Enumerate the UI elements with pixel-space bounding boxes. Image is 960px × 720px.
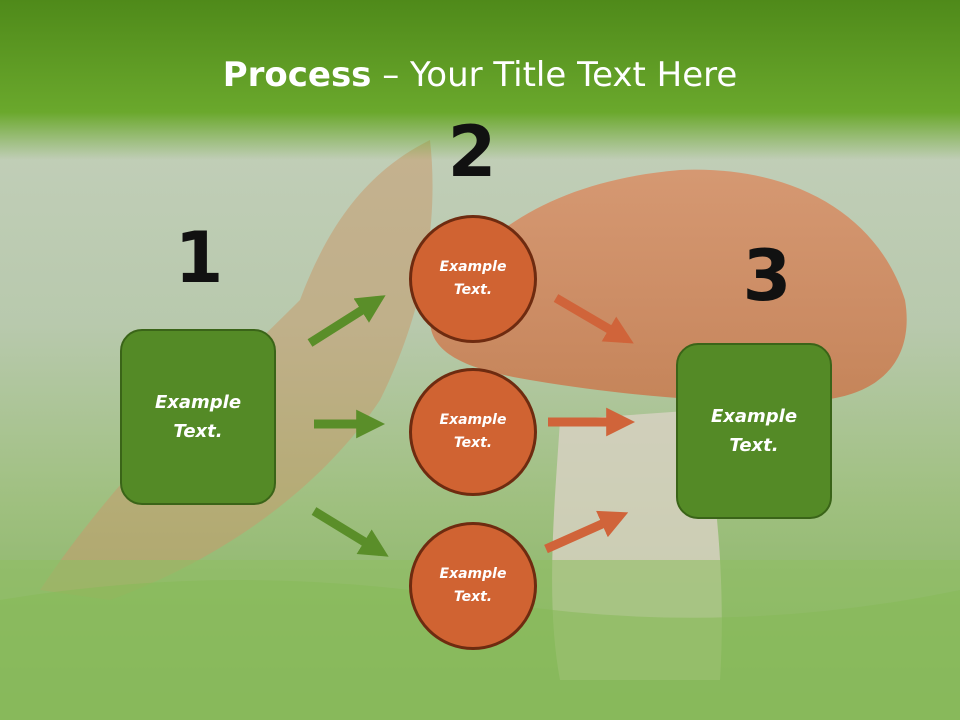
step-1-label: Example Text. — [154, 392, 242, 442]
step-2-circle-top: Example Text. — [409, 215, 537, 343]
step-3-box: Example Text. — [676, 343, 832, 519]
slide-title: Process – Your Title Text Here — [0, 52, 960, 98]
step-2-label-bottom: Example Text. — [439, 566, 507, 605]
step-2-label-top: Example Text. — [439, 259, 507, 298]
title-rest: – Your Title Text Here — [371, 55, 738, 95]
step-2-circle-middle: Example Text. — [409, 368, 537, 496]
step-2-label-middle: Example Text. — [439, 412, 507, 451]
title-bold: Process — [222, 55, 372, 95]
step-1-box: Example Text. — [120, 329, 276, 505]
step-number-1: 1 — [174, 217, 224, 299]
step-2-circle-bottom: Example Text. — [409, 522, 537, 650]
step-number-3: 3 — [742, 235, 792, 317]
step-3-label: Example Text. — [710, 406, 798, 456]
step-number-2: 2 — [447, 111, 497, 193]
